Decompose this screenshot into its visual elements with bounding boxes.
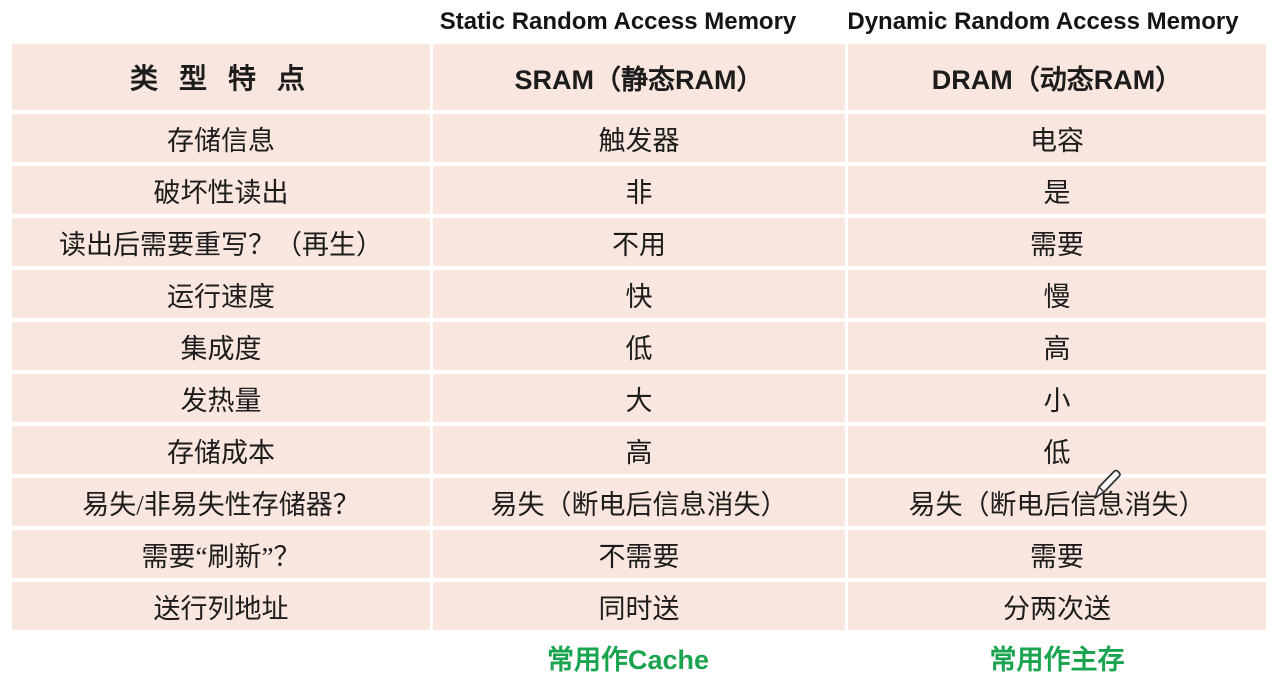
cell-dram: 分两次送 — [848, 582, 1266, 630]
sram-dram-comparison-table: 类 型 特 点 SRAM（静态RAM） DRAM（动态RAM） 存储信息 触发器… — [12, 44, 1266, 630]
cell-sram: 不用 — [433, 218, 845, 266]
header-cell-feature: 类 型 特 点 — [12, 44, 430, 110]
cell-dram: 是 — [848, 166, 1266, 214]
pencil-cursor-icon — [1094, 469, 1121, 499]
cell-feature: 读出后需要重写？（再生） — [12, 218, 430, 266]
cell-dram: 小 — [848, 374, 1266, 422]
cell-sram: 高 — [433, 426, 845, 474]
cell-dram: 慢 — [848, 270, 1266, 318]
cell-dram: 易失（断电后信息消失） — [848, 478, 1266, 526]
cell-dram: 高 — [848, 322, 1266, 370]
cell-sram: 非 — [433, 166, 845, 214]
column-header-sram-english: Static Random Access Memory — [439, 8, 797, 35]
cell-dram: 低 — [848, 426, 1266, 474]
cell-feature: 送行列地址 — [12, 582, 430, 630]
cell-sram: 同时送 — [433, 582, 845, 630]
cell-sram: 触发器 — [433, 114, 845, 162]
cell-sram: 低 — [433, 322, 845, 370]
header-cell-sram: SRAM（静态RAM） — [433, 44, 845, 110]
cell-sram: 大 — [433, 374, 845, 422]
cell-sram: 不需要 — [433, 530, 845, 578]
cell-feature: 运行速度 — [12, 270, 430, 318]
cell-feature: 需要“刷新”？ — [12, 530, 430, 578]
cell-sram: 易失（断电后信息消失） — [433, 478, 845, 526]
sram-usage-note: 常用作Cache — [546, 645, 710, 675]
cell-dram: 电容 — [848, 114, 1266, 162]
cell-dram: 需要 — [848, 218, 1266, 266]
column-header-dram-english: Dynamic Random Access Memory — [847, 8, 1239, 35]
cell-sram: 快 — [433, 270, 845, 318]
cell-feature: 易失/非易失性存储器？ — [12, 478, 430, 526]
dram-usage-note: 常用作主存 — [989, 645, 1125, 675]
cell-dram: 需要 — [848, 530, 1266, 578]
cell-feature: 破坏性读出 — [12, 166, 430, 214]
cell-feature: 存储成本 — [12, 426, 430, 474]
cell-feature: 发热量 — [12, 374, 430, 422]
cell-feature: 集成度 — [12, 322, 430, 370]
header-cell-dram: DRAM（动态RAM） — [848, 44, 1266, 110]
cell-feature: 存储信息 — [12, 114, 430, 162]
